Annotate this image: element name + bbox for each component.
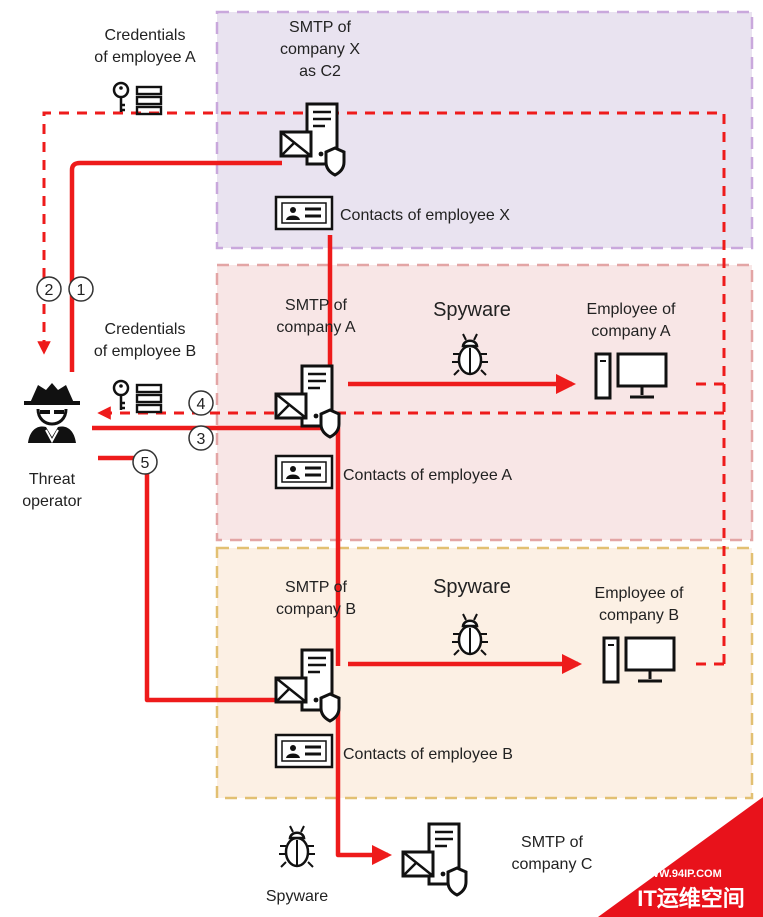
smtp-c-label: SMTP of company C	[512, 834, 593, 873]
svg-text:company A: company A	[591, 323, 670, 340]
employee-b-label: Employee of company B	[595, 585, 684, 624]
svg-text:Employee of: Employee of	[595, 585, 684, 602]
svg-text:Employee of: Employee of	[587, 301, 676, 318]
watermark-text: IT运维空间	[637, 886, 745, 911]
smtp-a-label: SMTP of company A	[276, 297, 355, 336]
employee-a-label: Employee of company A	[587, 301, 676, 340]
mail-server-icon-c	[401, 822, 468, 897]
hacker-icon	[22, 381, 82, 445]
bug-icon-c	[277, 824, 317, 869]
key-database-icon-b	[112, 379, 163, 414]
step-4: 4	[197, 396, 206, 413]
step-3-circle	[188, 425, 214, 451]
spyware-c-label: Spyware	[266, 888, 328, 905]
svg-text:company B: company B	[276, 601, 356, 618]
step-2: 2	[45, 282, 54, 299]
step-markers	[36, 276, 214, 475]
svg-text:operator: operator	[22, 493, 82, 510]
smtp-x-label: SMTP of company X as C2	[280, 19, 360, 80]
svg-text:Threat: Threat	[29, 471, 76, 488]
svg-text:SMTP of: SMTP of	[289, 19, 352, 36]
svg-text:SMTP of: SMTP of	[285, 297, 348, 314]
svg-text:company B: company B	[599, 607, 679, 624]
watermark: WWW.94IP.COM IT运维空间	[598, 797, 763, 917]
svg-text:as C2: as C2	[299, 63, 341, 80]
step-1-circle	[68, 276, 94, 302]
step-3: 3	[197, 431, 206, 448]
step-2-circle	[36, 276, 62, 302]
dashed-flows	[37, 111, 726, 666]
contacts-x-label: Contacts of employee X	[340, 207, 510, 224]
step-5: 5	[141, 455, 150, 472]
contacts-a-label: Contacts of employee A	[343, 467, 512, 484]
svg-text:Credentials: Credentials	[105, 27, 186, 44]
contacts-b-label: Contacts of employee B	[343, 746, 513, 763]
svg-text:company A: company A	[276, 319, 355, 336]
svg-text:SMTP of: SMTP of	[285, 579, 348, 596]
credentials-a-label: Credentials of employee A	[94, 27, 196, 66]
svg-text:company C: company C	[512, 856, 593, 873]
threat-operator-label: Threat operator	[22, 471, 82, 510]
step-4-circle	[188, 390, 214, 416]
contact-card-icon-x	[274, 195, 334, 231]
step-5-circle	[132, 449, 158, 475]
svg-text:company X: company X	[280, 41, 360, 58]
step-1: 1	[77, 282, 86, 299]
svg-text:SMTP of: SMTP of	[521, 834, 584, 851]
svg-text:of employee B: of employee B	[94, 343, 196, 360]
svg-text:of employee A: of employee A	[94, 49, 196, 66]
smtp-b-label: SMTP of company B	[276, 579, 356, 618]
contact-card-icon-b	[274, 733, 334, 769]
spyware-a-label: Spyware	[433, 299, 511, 321]
watermark-url: WWW.94IP.COM	[638, 868, 722, 880]
credentials-b-label: Credentials of employee B	[94, 321, 196, 360]
svg-text:Credentials: Credentials	[105, 321, 186, 338]
spyware-b-label: Spyware	[433, 576, 511, 598]
contact-card-icon-a	[274, 454, 334, 490]
key-database-icon-a	[112, 81, 163, 116]
